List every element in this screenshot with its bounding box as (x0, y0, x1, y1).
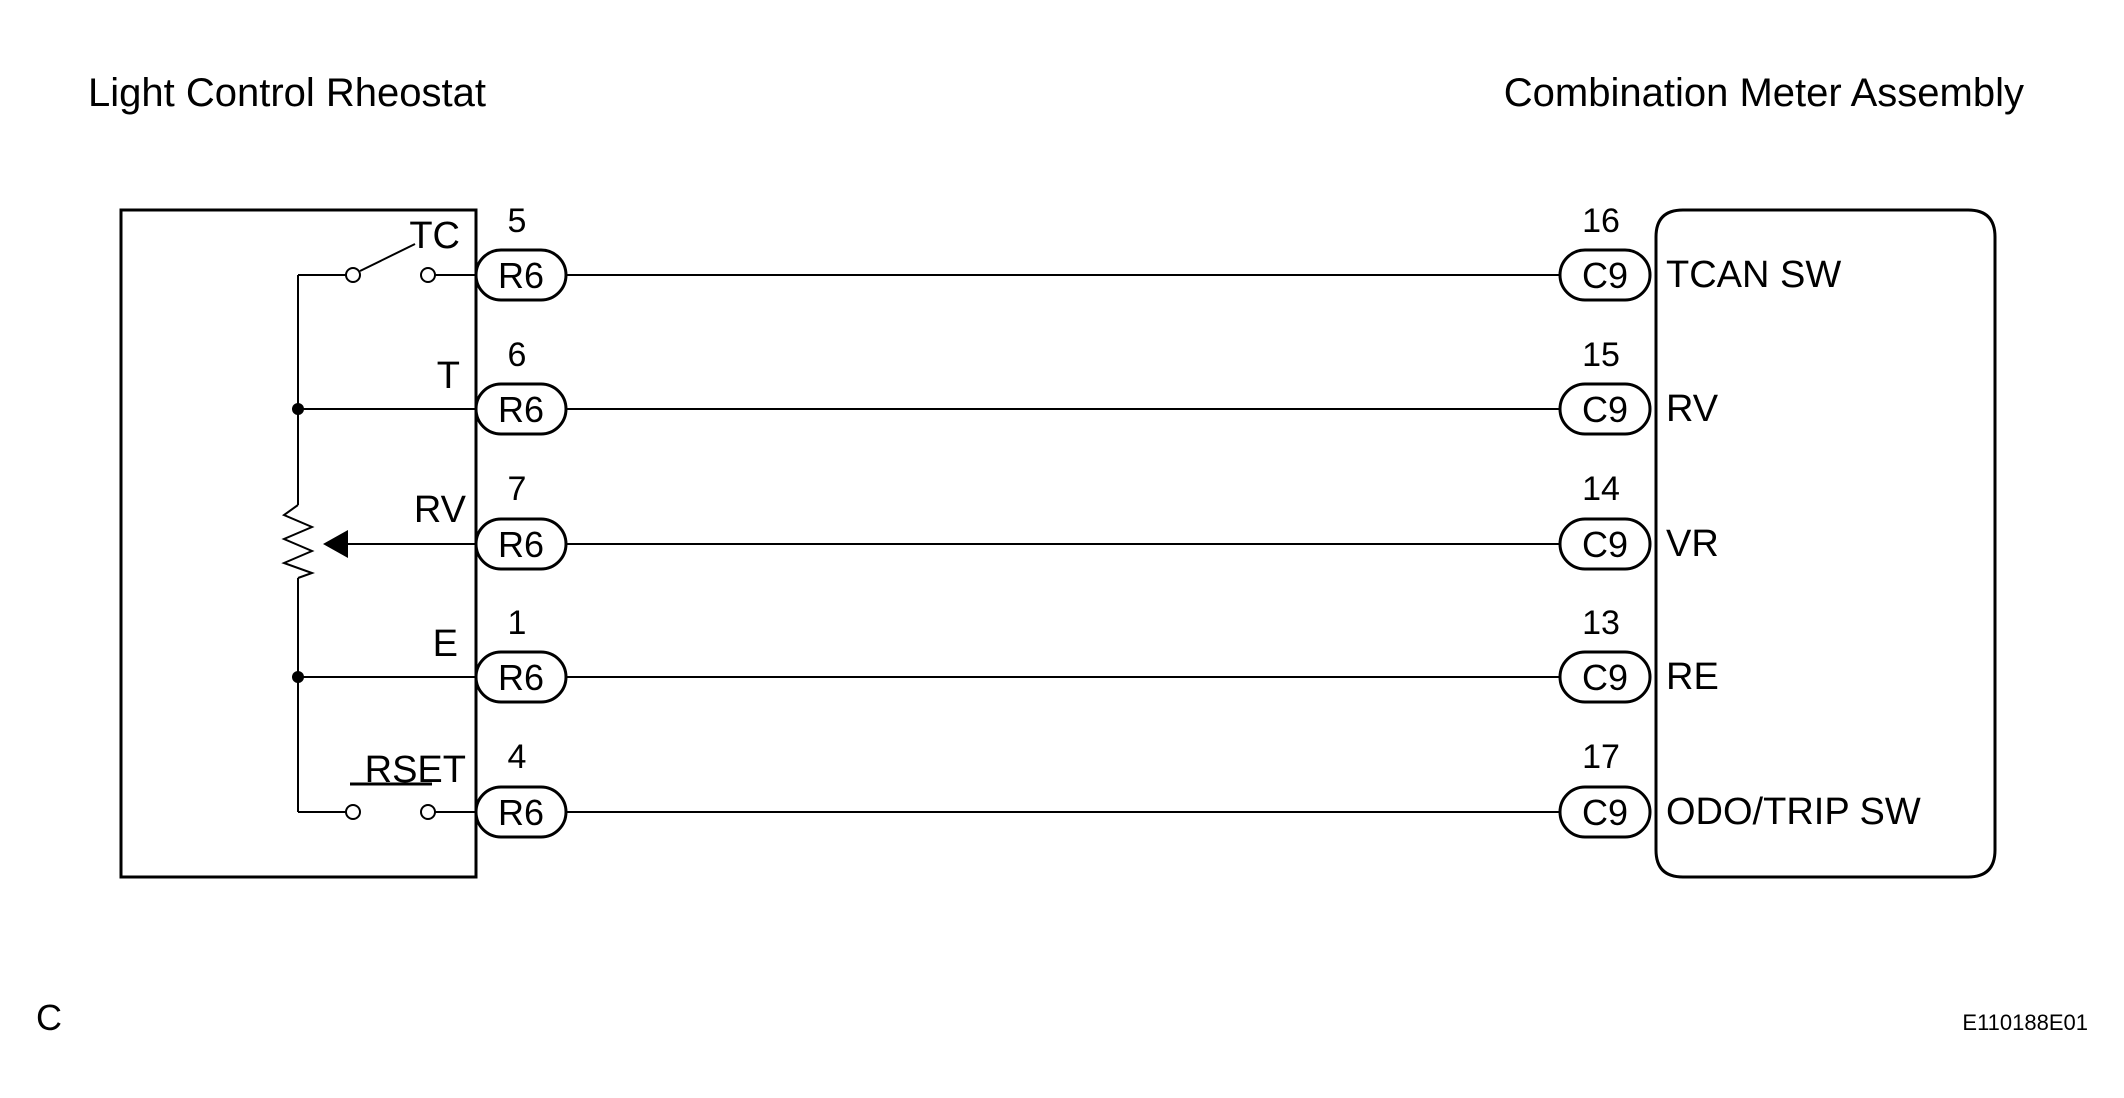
left-label-e: E (433, 623, 458, 665)
t-junction-dot (292, 403, 304, 415)
right-pin-number: 13 (1582, 604, 1620, 642)
right-connector-label: C9 (1582, 524, 1628, 565)
right-connector-pin-14: C9 (1558, 517, 1652, 571)
corner-letter: C (36, 997, 62, 1038)
left-connector-label: R6 (498, 255, 544, 296)
left-connector-label: R6 (498, 524, 544, 565)
right-component-title: Combination Meter Assembly (1504, 71, 2024, 115)
left-connector-pin-1: R6 (474, 650, 568, 704)
left-label-t: T (437, 355, 460, 397)
left-connector-pin-4: R6 (474, 785, 568, 839)
right-pin-number: 15 (1582, 336, 1620, 374)
left-connector-label: R6 (498, 389, 544, 430)
left-label-rset: RSET (365, 749, 466, 791)
left-pin-number: 4 (508, 738, 527, 776)
right-connector-pin-16: C9 (1558, 248, 1652, 302)
left-connector-pin-5: R6 (474, 248, 568, 302)
right-label-odo-trip-sw: ODO/TRIP SW (1666, 791, 1921, 833)
right-label-rv: RV (1666, 388, 1719, 430)
tc-switch-contact-left (345, 267, 361, 283)
left-pin-number: 6 (508, 336, 527, 374)
right-pin-number: 16 (1582, 202, 1620, 240)
left-label-tc: TC (409, 215, 460, 257)
left-pin-number: 5 (508, 202, 527, 240)
right-connector-pin-17: C9 (1558, 785, 1652, 839)
left-connector-pin-7: R6 (474, 517, 568, 571)
e-junction-dot (292, 671, 304, 683)
figure-reference: E110188E01 (1962, 1010, 2088, 1035)
right-connector-label: C9 (1582, 255, 1628, 296)
combination-meter-box (1654, 208, 1997, 879)
right-pin-number: 17 (1582, 738, 1620, 776)
left-pin-number: 7 (508, 470, 527, 508)
tc-switch-contact-right (420, 267, 436, 283)
rset-switch-contact-left (345, 804, 361, 820)
right-connector-label: C9 (1582, 389, 1628, 430)
rset-switch-contact-right (420, 804, 436, 820)
left-connector-label: R6 (498, 792, 544, 833)
rheostat-resistor (281, 504, 315, 579)
right-label-re: RE (1666, 656, 1719, 698)
left-connector-label: R6 (498, 657, 544, 698)
right-pin-number: 14 (1582, 470, 1620, 508)
right-label-vr: VR (1666, 523, 1719, 565)
left-pin-number: 1 (508, 604, 527, 642)
left-connector-pin-6: R6 (474, 382, 568, 436)
rheostat-wiper-arrow (323, 530, 348, 558)
left-label-rv: RV (414, 489, 467, 531)
right-connector-label: C9 (1582, 792, 1628, 833)
left-component-title: Light Control Rheostat (88, 71, 486, 115)
tc-switch-blade (359, 243, 416, 272)
right-connector-pin-15: C9 (1558, 382, 1652, 436)
right-connector-label: C9 (1582, 657, 1628, 698)
right-connector-pin-13: C9 (1558, 650, 1652, 704)
right-label-tcan-sw: TCAN SW (1666, 254, 1841, 296)
